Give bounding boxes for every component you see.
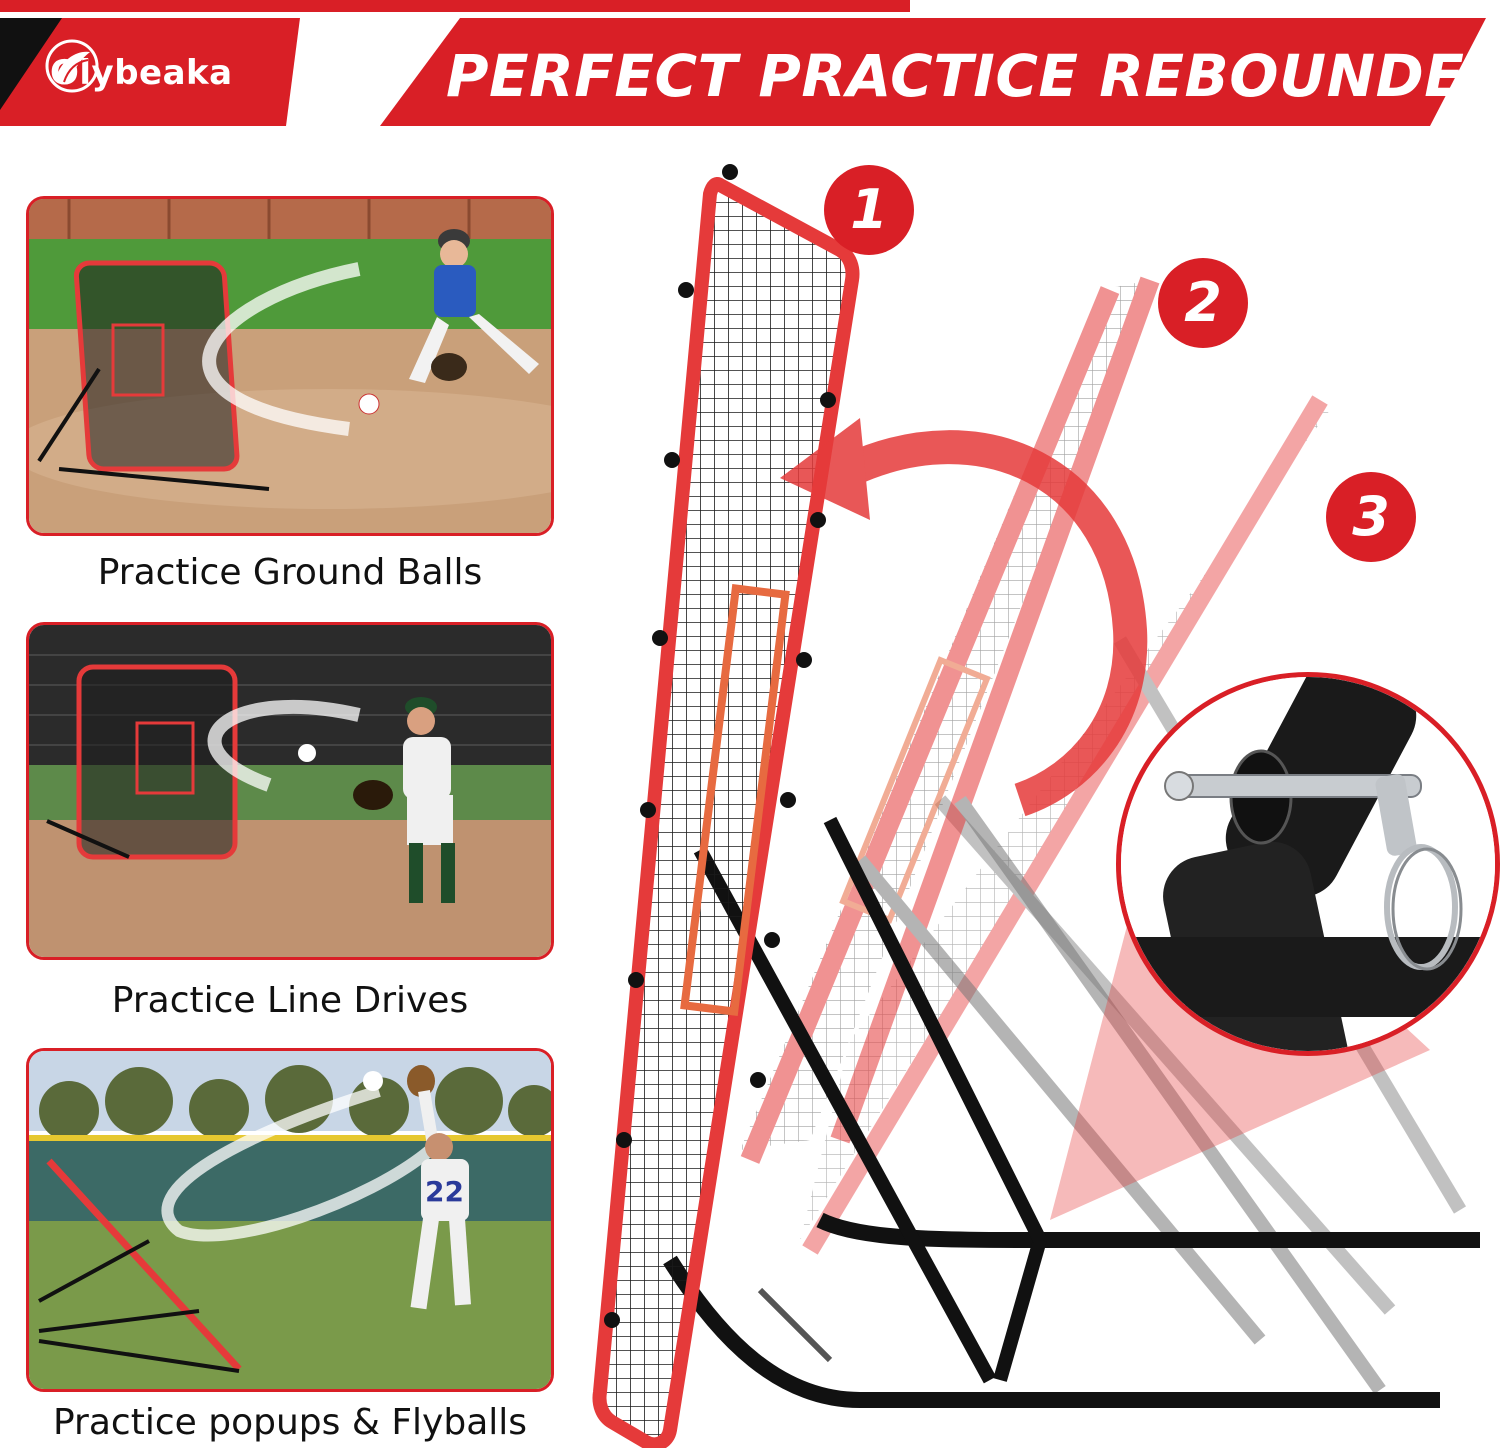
leaf-logo-icon (45, 39, 99, 93)
popups-flyballs-photo: 22 (29, 1051, 551, 1389)
page-title: PERFECT PRACTICE REBOUNDER (446, 42, 1500, 110)
rebounder-position-1 (592, 164, 860, 1448)
locking-pin-detail (1116, 672, 1500, 1056)
locking-pin-icon (1121, 677, 1495, 1051)
position-badge-3: 3 (1326, 472, 1416, 562)
practice-card-popups-flyballs: 22 (26, 1048, 554, 1392)
ground-balls-photo (29, 199, 551, 533)
caption-ground-balls: Practice Ground Balls (97, 552, 483, 593)
player-catching (353, 697, 455, 903)
brand-logo-group: Olybeaka (44, 38, 294, 108)
caption-line-drives: Practice Line Drives (111, 980, 469, 1021)
player-jumping: 22 (407, 1065, 471, 1310)
practice-card-ground-balls (26, 196, 554, 536)
header-banner: Olybeaka PERFECT PRACTICE REBOUNDER (0, 0, 1500, 140)
jersey-number: 22 (425, 1175, 464, 1208)
position-badge-1: 1 (824, 165, 914, 255)
rebounder-position-2 (740, 276, 1386, 1395)
practice-card-line-drives (26, 622, 554, 960)
rebounder-small (37, 260, 270, 491)
rebounder-side (38, 1158, 242, 1373)
position-badge-2: 2 (1158, 258, 1248, 348)
banner-shape (0, 0, 1486, 126)
caption-popups-flyballs: Practice popups & Flyballs (52, 1402, 528, 1443)
line-drives-photo (29, 625, 551, 957)
player-fielding (409, 229, 539, 383)
rotation-arrow-icon (780, 418, 1148, 817)
